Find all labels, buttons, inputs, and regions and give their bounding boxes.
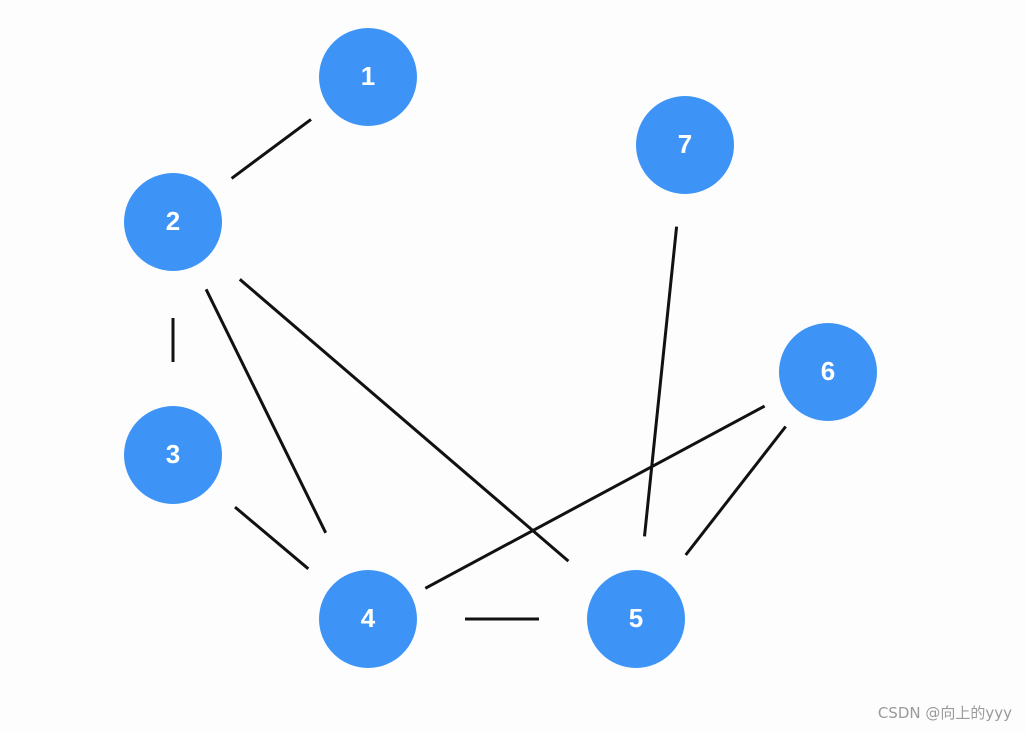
edges-layer [171, 118, 787, 621]
node-label-6: 6 [821, 356, 835, 386]
node-circle-5 [587, 570, 685, 668]
watermark-text: CSDN @向上的yyy [877, 704, 1012, 722]
edge-5-6 [684, 425, 787, 556]
node-label-5: 5 [629, 603, 643, 633]
edge-3-4 [234, 505, 310, 570]
node-4: 4 [319, 570, 417, 668]
node-circle-4 [319, 570, 417, 668]
node-label-4: 4 [361, 603, 376, 633]
edge-2-5 [238, 278, 570, 563]
edge-1-2 [230, 118, 312, 180]
node-label-7: 7 [678, 129, 692, 159]
node-circle-7 [636, 96, 734, 194]
node-7: 7 [636, 96, 734, 194]
edge-5-7 [643, 226, 679, 537]
node-5: 5 [587, 570, 685, 668]
node-circle-6 [779, 323, 877, 421]
node-1: 1 [319, 28, 417, 126]
edge-2-4 [204, 288, 328, 534]
node-3: 3 [124, 406, 222, 504]
node-2: 2 [124, 173, 222, 271]
node-circle-1 [319, 28, 417, 126]
node-label-3: 3 [166, 439, 180, 469]
node-circle-3 [124, 406, 222, 504]
node-label-1: 1 [361, 61, 375, 91]
node-6: 6 [779, 323, 877, 421]
edge-4-6 [424, 404, 766, 590]
nodes-layer: 1 2 3 4 5 6 7 [124, 28, 877, 668]
node-label-2: 2 [166, 206, 180, 236]
node-circle-2 [124, 173, 222, 271]
